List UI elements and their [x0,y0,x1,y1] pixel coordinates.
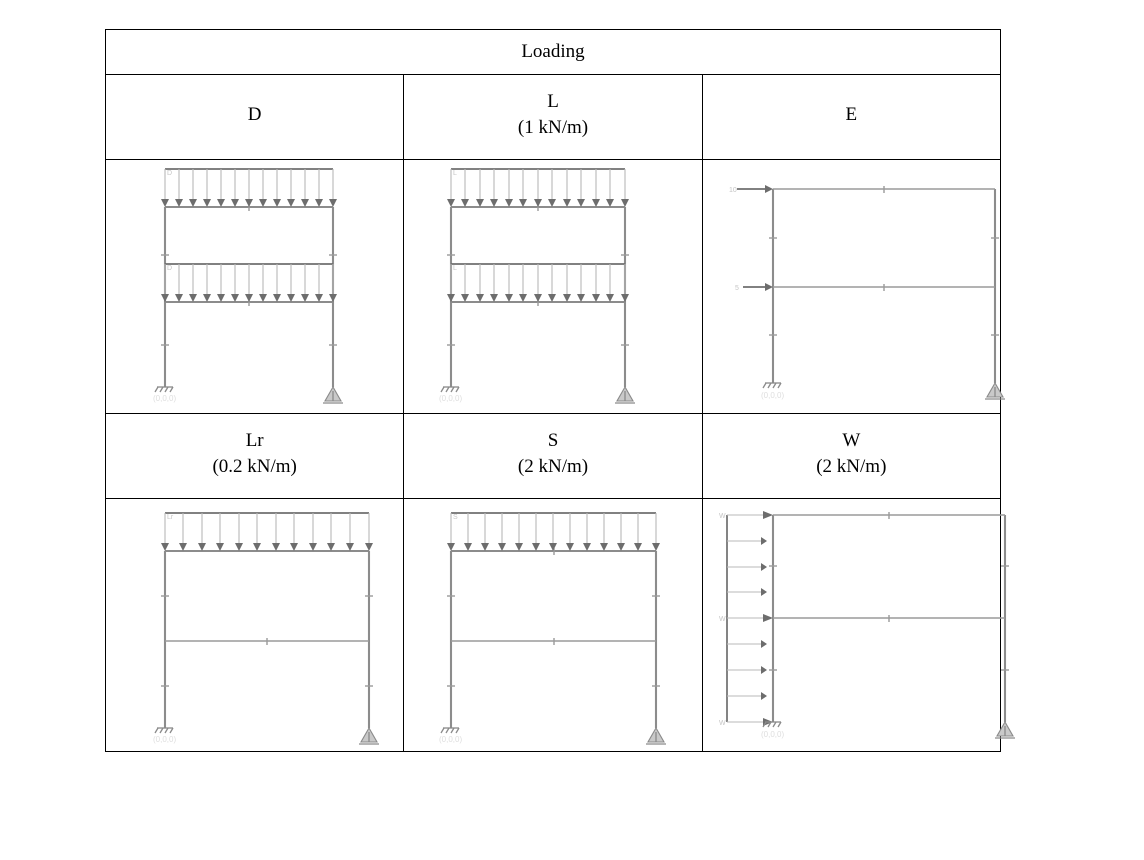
support-roller-right-lr [358,726,379,745]
figure-row-1: D [104,159,1005,414]
support-roller-right-d [322,385,343,404]
case-header-w: W (2 kN/m) [701,413,1002,499]
support-pinned-left-l: (0,0,0) [439,386,462,403]
support-pinned-left-lr: (0,0,0) [153,727,176,744]
case-magnitude-lr: (0.2 kN/m) [212,456,297,477]
frame-diagram-d: D [153,168,343,404]
frame-members-e [768,186,999,383]
load-label-floor-l: L [453,265,457,272]
case-header-d: D [104,74,405,160]
frame-members-lr [160,549,373,728]
figure-cell-s: S (0,0,0) [403,498,703,752]
origin-coordinate-label-lr: (0,0,0) [153,735,176,744]
case-header-lr: Lr (0.2 kN/m) [104,413,405,499]
lateral-point-load-floor-e: 5 [735,283,773,292]
load-label-base-w: W [719,720,726,727]
case-header-l: L (1 kN/m) [403,74,703,160]
figure-cell-w: W W W (0,0,0) [701,498,1015,752]
load-label-roof-l: L [453,170,457,177]
loading-header-cell: Loading [105,29,1001,75]
support-pinned-left-d: (0,0,0) [153,386,176,403]
origin-coordinate-label-d: (0,0,0) [153,394,176,403]
case-magnitude-w: (2 kN/m) [816,456,887,477]
support-roller-right-e [984,381,1005,400]
support-pinned-left-s: (0,0,0) [439,727,462,744]
frame-diagram-w: W W W (0,0,0) [719,511,1015,739]
load-label-roof-s: S [453,514,458,521]
load-label-roof-lr: Lr [167,514,174,521]
distributed-load-floor-l: L [446,263,629,302]
table-header-row: Loading [105,29,1001,75]
distributed-load-roof-lr: Lr [160,512,373,551]
frame-diagram-lr: Lr (0,0,0) [153,512,379,745]
origin-coordinate-label-w: (0,0,0) [761,730,784,739]
frame-diagram-l: L [439,168,635,404]
distributed-load-roof-d: D [160,168,337,207]
figure-cell-e: 10 5 (0,0,0) [701,159,1005,414]
figure-cell-d: D [104,159,405,414]
frame-members-s [446,548,660,728]
case-name-s: S [547,430,559,452]
frame-diagram-s: S (0,0,0) [439,512,666,745]
support-pinned-left-e: (0,0,0) [761,382,784,400]
case-header-row-2: Lr (0.2 kN/m) S (2 kN/m) W (2 kN/m) [104,413,1002,499]
frame-members-w [768,512,1009,722]
case-header-row-1: D L (1 kN/m) E [104,74,1002,160]
distributed-load-left-column-w: W W W [719,511,773,727]
origin-coordinate-label-l: (0,0,0) [439,394,462,403]
distributed-load-roof-l: L [446,168,629,207]
load-label-floor-d: D [167,265,172,272]
case-name-lr: Lr [245,430,264,452]
figure-cell-l: L [403,159,703,414]
distributed-load-floor-d: D [160,263,337,302]
load-label-mid-w: W [719,616,726,623]
case-name-e: E [845,104,858,126]
distributed-load-roof-s: S [446,512,660,551]
support-roller-right-w [994,720,1015,739]
origin-coordinate-label-s: (0,0,0) [439,735,462,744]
case-header-s: S (2 kN/m) [403,413,703,499]
figure-cell-lr: Lr (0,0,0) [104,498,405,752]
support-roller-right-s [645,726,666,745]
point-load-label-roof-e: 10 [729,187,737,194]
loading-table: Loading D L (1 kN/m) E [104,29,1015,752]
point-load-label-floor-e: 5 [735,285,739,292]
case-magnitude-s: (2 kN/m) [517,456,589,477]
case-name-d: D [247,104,262,126]
support-roller-right-l [614,385,635,404]
figure-row-2: Lr (0,0,0) [104,498,1015,752]
case-magnitude-l: (1 kN/m) [517,117,589,138]
case-name-l: L [547,91,559,113]
support-pinned-left-w: (0,0,0) [761,721,784,739]
case-name-w: W [842,430,861,452]
lateral-point-load-roof-e: 10 [729,185,773,194]
case-header-e: E [701,74,1002,160]
load-label-roof-d: D [167,170,172,177]
load-label-top-w: W [719,513,726,520]
frame-diagram-e: 10 5 (0,0,0) [729,185,1005,400]
origin-coordinate-label-e: (0,0,0) [761,391,784,400]
